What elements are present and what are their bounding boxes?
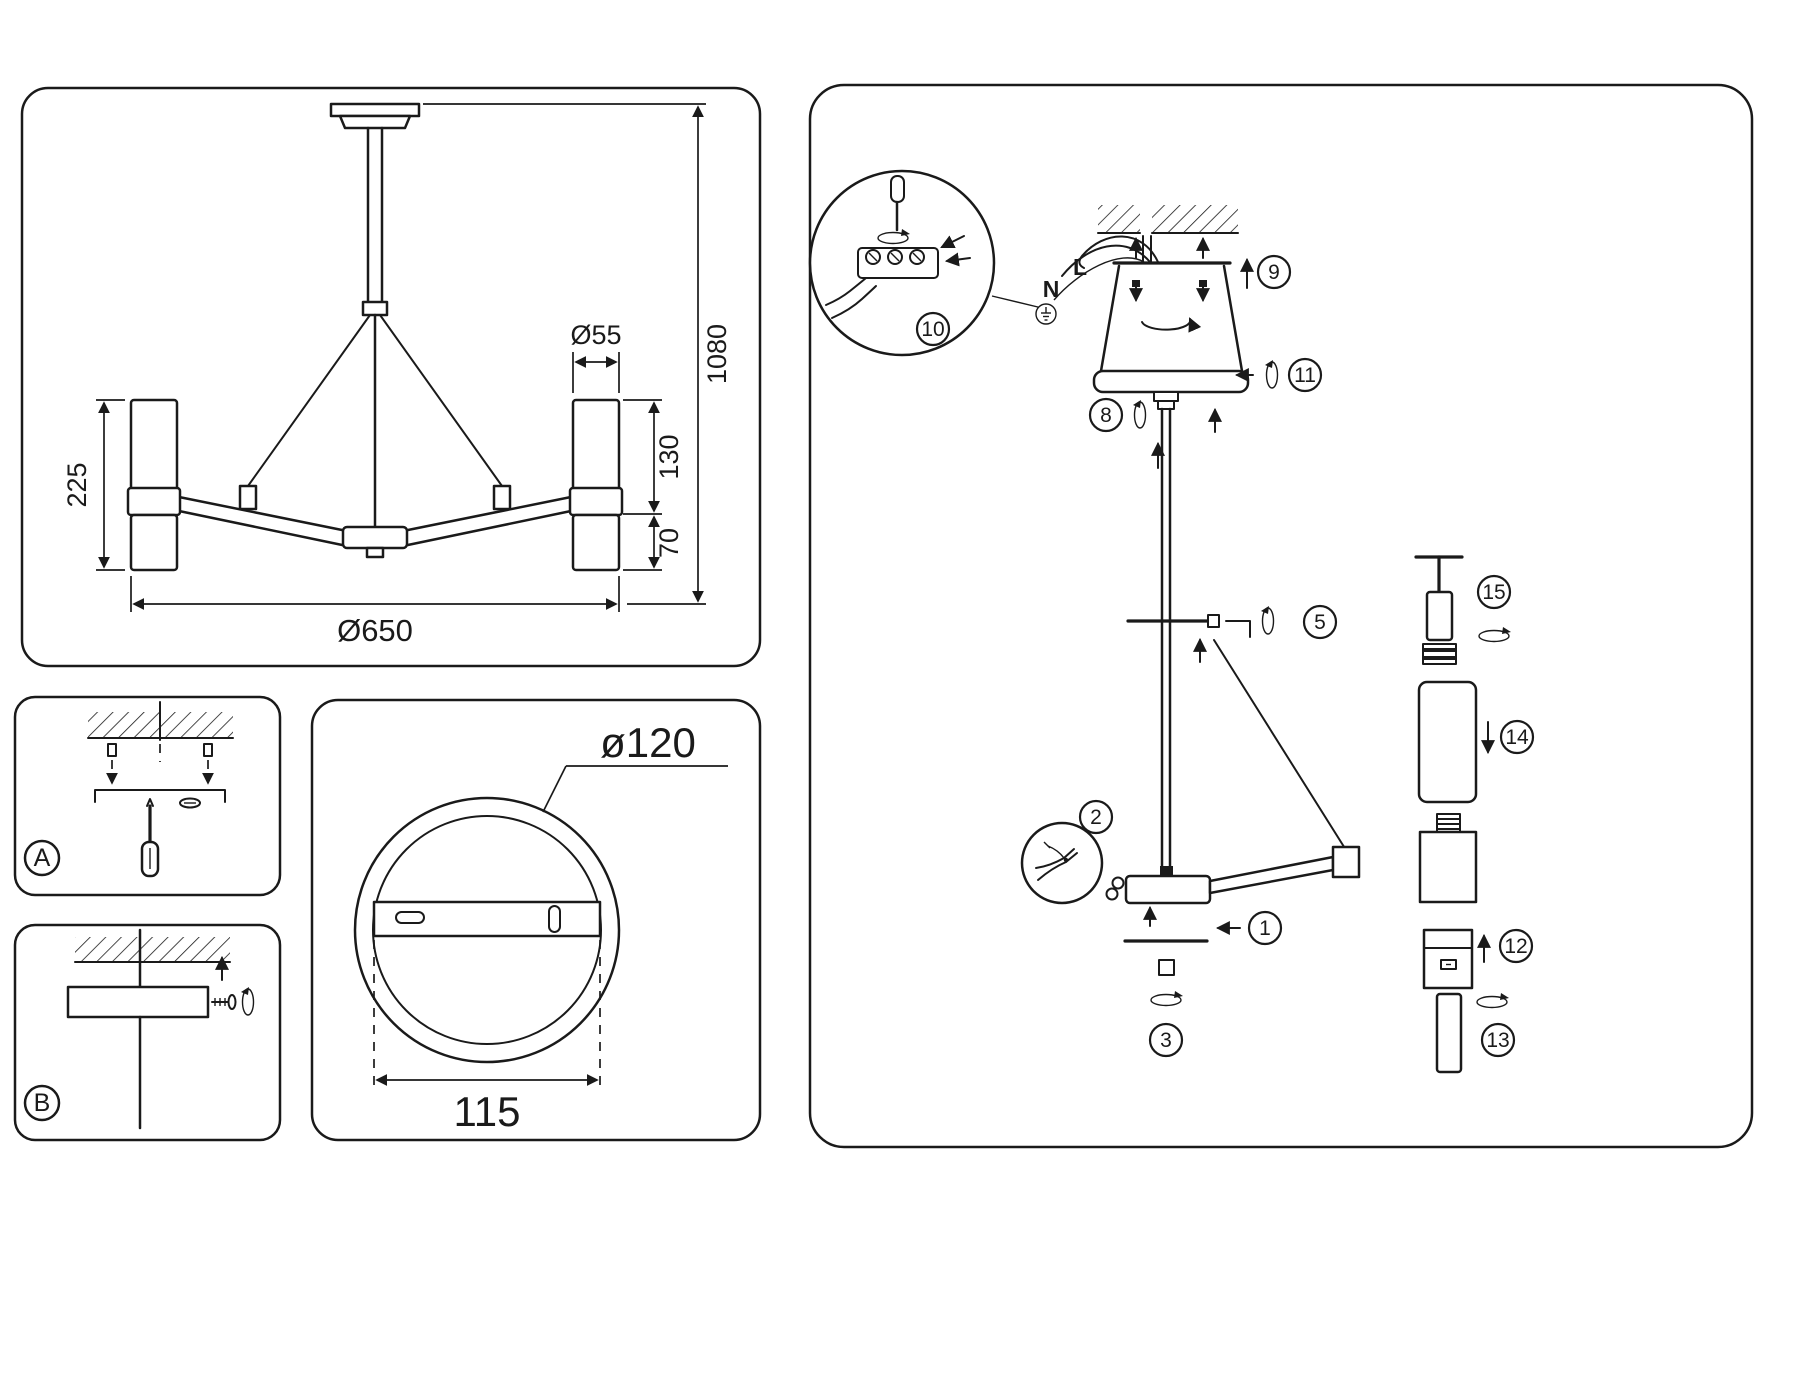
slot-horizontal — [395, 911, 425, 924]
dim-total-height: 1080 — [702, 324, 732, 384]
svg-text:13: 13 — [1486, 1029, 1509, 1052]
wire-live-label: L — [1073, 254, 1087, 280]
dim-canopy-diameter: ø120 — [600, 719, 696, 766]
wiring-detail — [808, 169, 996, 357]
ceiling-hatch — [1098, 205, 1140, 233]
lamp-holder — [1418, 813, 1478, 904]
callout-14: 14 — [1499, 719, 1535, 755]
svg-text:8: 8 — [1100, 404, 1112, 427]
panel-step-a: A — [13, 695, 282, 897]
dim-shade-lower-height: 70 — [654, 528, 684, 558]
ground-symbol — [1035, 303, 1057, 325]
lamp-shade-left — [126, 398, 182, 572]
panel-assembly: 9 11 8 — [808, 83, 1754, 1149]
step-a-badge: A — [23, 839, 61, 877]
wire-neutral-label: N — [1043, 276, 1060, 302]
step-b-badge: B — [23, 1084, 61, 1122]
callout-1: 1 — [1247, 910, 1283, 946]
screw-head-icon — [179, 797, 201, 809]
part-14-shade — [1417, 680, 1478, 804]
lamp-shade-right — [568, 398, 624, 572]
screwdriver-icon — [890, 175, 905, 232]
step-b-label: B — [34, 1089, 51, 1117]
guy-wire — [1213, 639, 1347, 851]
panel-canopy-view: ø120 115 — [310, 698, 762, 1142]
wire — [825, 277, 867, 306]
wire-ground — [1053, 257, 1145, 301]
svg-text:3: 3 — [1160, 1029, 1172, 1052]
svg-text:1: 1 — [1259, 917, 1271, 940]
dim-shade-upper-height: 130 — [654, 434, 684, 479]
wire — [831, 285, 877, 319]
dim-fixture-diameter: Ø650 — [337, 613, 413, 648]
part-13-tube — [1435, 992, 1463, 1074]
screwdriver-icon — [140, 798, 160, 878]
pliers-detail — [1020, 821, 1104, 905]
screw-icon — [211, 994, 237, 1010]
step-a-label: A — [34, 844, 51, 872]
callout-3: 3 — [1148, 1022, 1184, 1058]
chandelier-drawing — [126, 102, 624, 572]
panel-step-b: B — [13, 923, 282, 1142]
mounting-plate — [66, 985, 210, 1019]
slot-vertical — [548, 905, 561, 933]
part-15-pin — [1414, 555, 1464, 665]
mounting-bracket — [94, 789, 226, 803]
callout-12: 12 — [1498, 928, 1534, 964]
callout-13: 13 — [1480, 1022, 1516, 1058]
callout-9: 9 — [1256, 254, 1292, 290]
terminal-block — [857, 247, 939, 279]
svg-text:11: 11 — [1294, 364, 1316, 387]
callout-15: 15 — [1476, 574, 1512, 610]
svg-text:14: 14 — [1505, 726, 1529, 749]
front-view-dimensions: Ø55 1080 130 70 225 Ø650 — [62, 103, 732, 648]
svg-text:5: 5 — [1314, 611, 1326, 634]
callout-2: 2 — [1078, 799, 1114, 835]
anchor-left-icon — [106, 743, 118, 785]
callout-8: 8 — [1088, 397, 1124, 433]
svg-text:2: 2 — [1090, 806, 1102, 829]
arm-assembly — [1105, 845, 1361, 905]
callout-10: 10 — [915, 311, 951, 347]
canopy-exploded — [1092, 264, 1250, 410]
wire-neutral — [1061, 244, 1151, 277]
svg-text:15: 15 — [1482, 581, 1505, 604]
svg-text:9: 9 — [1268, 261, 1280, 284]
ceiling-hatch — [1152, 205, 1238, 233]
dim-shade-diameter: Ø55 — [570, 320, 621, 350]
callout-5: 5 — [1302, 604, 1338, 640]
dim-hole-spacing: 115 — [454, 1088, 521, 1135]
dim-shade-total-height: 225 — [62, 462, 92, 507]
bottom-nut — [1158, 959, 1175, 976]
allen-key-icon — [1225, 620, 1251, 638]
svg-text:12: 12 — [1504, 935, 1527, 958]
wire-live — [1078, 235, 1159, 269]
ceiling-hatch — [75, 937, 230, 962]
canopy-mounting-bar — [372, 900, 602, 938]
part-12-socket — [1422, 928, 1474, 990]
svg-text:10: 10 — [921, 318, 944, 341]
panel-front-view: Ø55 1080 130 70 225 Ø650 — [20, 86, 762, 668]
anchor-right-icon — [202, 743, 214, 785]
callout-11: 11 — [1287, 357, 1323, 393]
